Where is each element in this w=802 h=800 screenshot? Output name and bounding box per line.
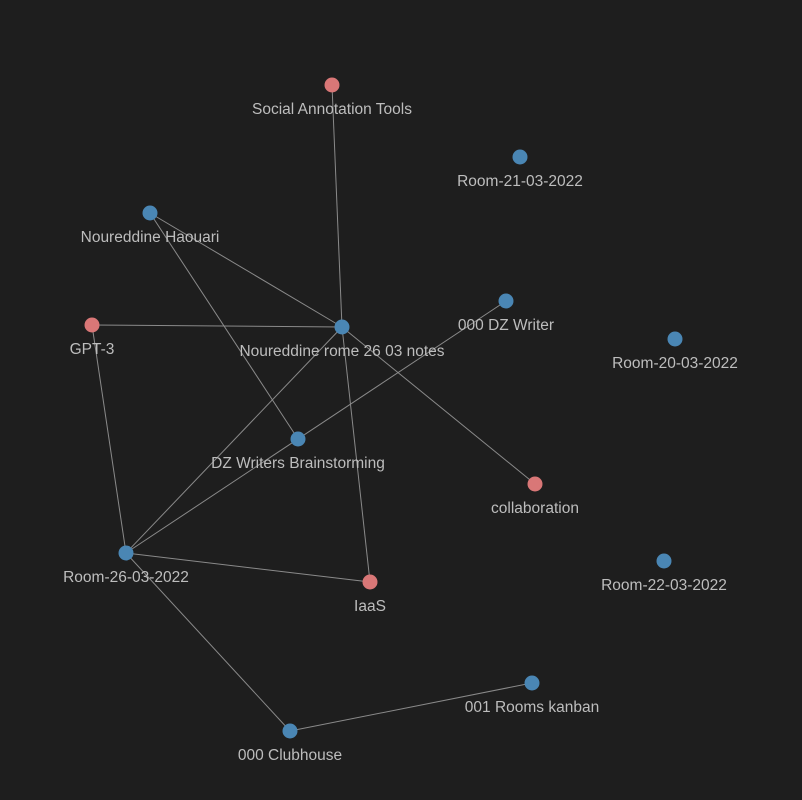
edge-dzwriter-room26 — [125, 300, 507, 554]
node-dzwriter[interactable]: 000 DZ Writer — [458, 293, 554, 335]
node-dot-collab[interactable] — [527, 476, 543, 492]
node-dot-clubhouse[interactable] — [282, 723, 298, 739]
nodes-layer: Social Annotation ToolsRoom-21-03-2022No… — [63, 77, 738, 765]
edge-clubhouse-kanban — [289, 682, 533, 732]
node-label-social: Social Annotation Tools — [252, 101, 412, 118]
edge-gpt3-room26 — [91, 324, 127, 554]
node-room22[interactable]: Room-22-03-2022 — [601, 553, 727, 595]
node-label-room26: Room-26-03-2022 — [63, 569, 189, 586]
node-label-iaas: IaaS — [354, 598, 386, 615]
edge-haouari-rome — [149, 212, 343, 328]
node-dot-room20[interactable] — [667, 331, 683, 347]
node-room26[interactable]: Room-26-03-2022 — [63, 545, 189, 587]
node-iaas[interactable]: IaaS — [354, 574, 386, 616]
node-haouari[interactable]: Noureddine Haouari — [81, 205, 220, 247]
node-label-haouari: Noureddine Haouari — [81, 229, 220, 246]
node-label-gpt3: GPT-3 — [70, 341, 115, 358]
node-label-room21: Room-21-03-2022 — [457, 173, 583, 190]
node-dot-dzwriter[interactable] — [498, 293, 514, 309]
node-dot-room21[interactable] — [512, 149, 528, 165]
edge-room26-iaas — [125, 552, 371, 583]
node-label-room20: Room-20-03-2022 — [612, 355, 738, 372]
node-dot-kanban[interactable] — [524, 675, 540, 691]
edge-social-rome — [331, 84, 343, 328]
node-social[interactable]: Social Annotation Tools — [252, 77, 412, 119]
node-label-clubhouse: 000 Clubhouse — [238, 747, 342, 764]
edge-gpt3-rome — [91, 324, 343, 328]
node-gpt3[interactable]: GPT-3 — [70, 317, 115, 359]
node-dot-rome[interactable] — [334, 319, 350, 335]
edge-rome-collab — [341, 326, 536, 485]
node-dot-iaas[interactable] — [362, 574, 378, 590]
node-label-brainstorm: DZ Writers Brainstorming — [211, 455, 385, 472]
node-label-dzwriter: 000 DZ Writer — [458, 317, 554, 334]
node-room21[interactable]: Room-21-03-2022 — [457, 149, 583, 191]
edge-rome-iaas — [341, 326, 371, 583]
node-kanban[interactable]: 001 Rooms kanban — [465, 675, 599, 717]
node-label-collab: collaboration — [491, 500, 579, 517]
node-dot-social[interactable] — [324, 77, 340, 93]
node-collab[interactable]: collaboration — [491, 476, 579, 518]
node-brainstorm[interactable]: DZ Writers Brainstorming — [211, 431, 385, 473]
node-dot-gpt3[interactable] — [84, 317, 100, 333]
node-rome[interactable]: Noureddine rome 26 03 notes — [239, 319, 445, 361]
node-dot-haouari[interactable] — [142, 205, 158, 221]
node-dot-room26[interactable] — [118, 545, 134, 561]
node-room20[interactable]: Room-20-03-2022 — [612, 331, 738, 373]
node-dot-brainstorm[interactable] — [290, 431, 306, 447]
edges-layer — [91, 84, 536, 732]
node-dot-room22[interactable] — [656, 553, 672, 569]
node-label-room22: Room-22-03-2022 — [601, 577, 727, 594]
edge-room26-clubhouse — [125, 552, 291, 732]
node-clubhouse[interactable]: 000 Clubhouse — [238, 723, 342, 765]
edge-rome-room26 — [125, 326, 343, 554]
node-label-kanban: 001 Rooms kanban — [465, 699, 599, 716]
node-label-rome: Noureddine rome 26 03 notes — [239, 343, 444, 360]
